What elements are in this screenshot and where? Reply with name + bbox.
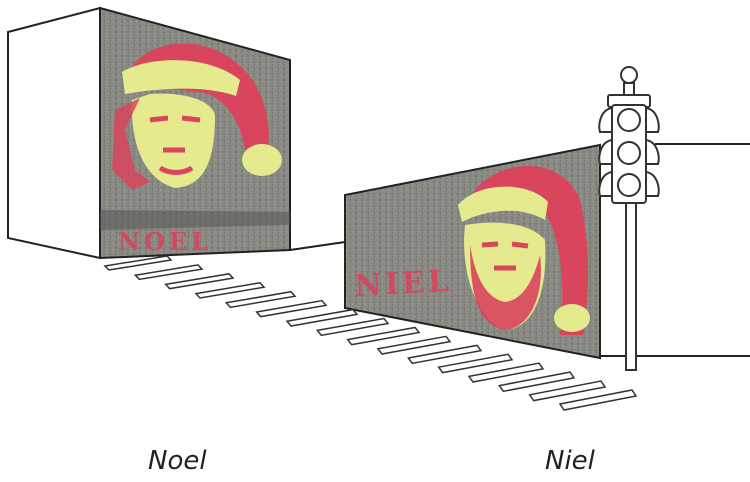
crosswalk-stripe <box>285 308 359 327</box>
crosswalk <box>103 255 638 411</box>
crosswalk-stripe <box>255 299 328 318</box>
crosswalk-stripe <box>224 290 297 309</box>
street-edge-line <box>289 241 346 251</box>
niel-stencil <box>458 165 590 335</box>
right-building: NIEL <box>344 143 601 360</box>
crosswalk-stripe <box>437 353 514 374</box>
traffic-light-icon <box>598 66 660 371</box>
crosswalk-stripe <box>346 326 421 346</box>
crosswalk-stripe <box>103 255 173 271</box>
caption-niel: Niel <box>545 446 595 476</box>
crosswalk-stripe <box>467 362 545 383</box>
caption-noel: Noel <box>148 446 207 476</box>
left-building-side <box>7 6 101 260</box>
crosswalk-stripe <box>498 371 576 393</box>
crosswalk-stripe <box>558 389 638 411</box>
left-building: NOEL <box>7 6 291 260</box>
left-curb <box>100 210 290 230</box>
noel-stencil-text: NOEL <box>118 227 212 256</box>
noel-stencil <box>112 43 282 190</box>
niel-stencil-text: NIEL <box>354 264 453 304</box>
crosswalk-stripe <box>528 380 607 402</box>
crosswalk-stripe <box>164 273 235 290</box>
crosswalk-stripe <box>315 317 390 337</box>
crosswalk-stripe <box>407 344 483 365</box>
crosswalk-stripe <box>133 264 204 281</box>
crosswalk-stripe <box>376 335 452 355</box>
crosswalk-stripe <box>194 281 266 299</box>
